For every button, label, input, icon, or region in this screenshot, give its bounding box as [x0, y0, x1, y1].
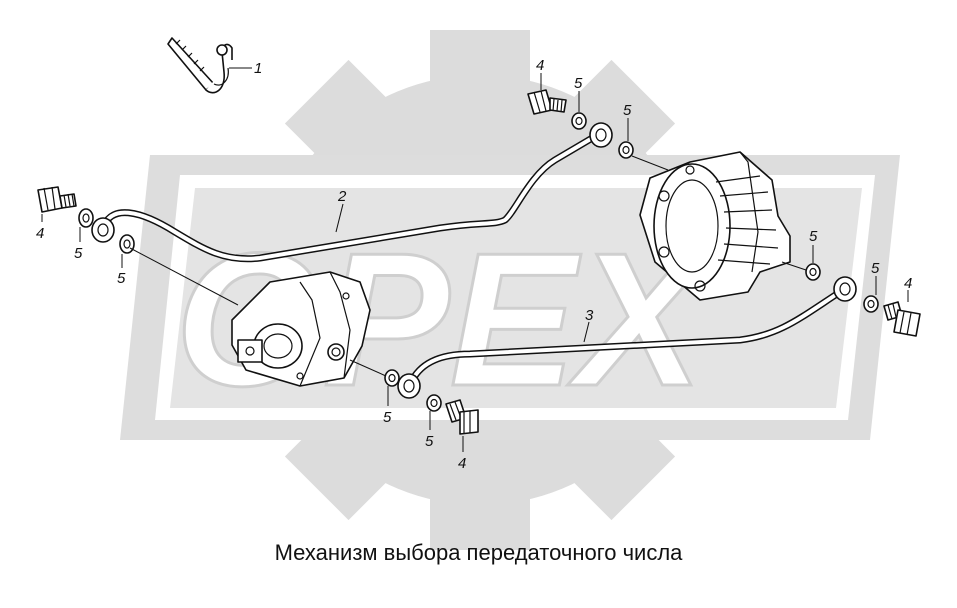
callout-5-top-1: 5 — [574, 75, 583, 92]
callout-1: 1 — [254, 60, 262, 77]
callout-4-bottom: 4 — [458, 455, 466, 472]
callout-4-right: 4 — [904, 275, 912, 292]
bolt-top — [527, 89, 567, 115]
callout-4-left: 4 — [36, 225, 44, 242]
callout-5-bottom-2: 5 — [425, 433, 434, 450]
callout-5-bottom-1: 5 — [383, 409, 392, 426]
washer-bottom-1 — [384, 369, 400, 387]
leaders — [41, 67, 909, 452]
washer-left-1 — [78, 208, 94, 228]
washer-top-2 — [618, 141, 634, 159]
bolt-bottom — [445, 399, 479, 435]
callout-5-right-2: 5 — [871, 260, 880, 277]
washer-top-1 — [571, 112, 587, 130]
tube-3 — [397, 276, 857, 399]
washer-right-2 — [863, 295, 879, 313]
assembly-lines — [129, 155, 807, 377]
cable-tie — [167, 37, 233, 94]
bolt-right — [883, 301, 921, 337]
housing-left — [231, 271, 371, 387]
callout-5-top-2: 5 — [623, 102, 632, 119]
housing-right — [639, 151, 791, 301]
callout-3: 3 — [585, 307, 594, 324]
callout-2: 2 — [337, 188, 347, 205]
callout-5-left-1: 5 — [74, 245, 83, 262]
bolt-left — [37, 186, 77, 213]
callout-4-top: 4 — [536, 57, 544, 74]
washer-bottom-2 — [426, 394, 442, 412]
callout-labels: 1 2 3 4 5 5 4 5 5 5 5 4 5 5 4 — [36, 57, 912, 472]
washer-left-2 — [119, 234, 135, 254]
callout-5-right-1: 5 — [809, 228, 818, 245]
callout-5-left-2: 5 — [117, 270, 126, 287]
washer-right-1 — [805, 263, 821, 281]
tube-2 — [91, 122, 613, 263]
watermark: OPEX — [120, 30, 900, 550]
diagram-caption: Механизм выбора передаточного числа — [274, 540, 683, 565]
